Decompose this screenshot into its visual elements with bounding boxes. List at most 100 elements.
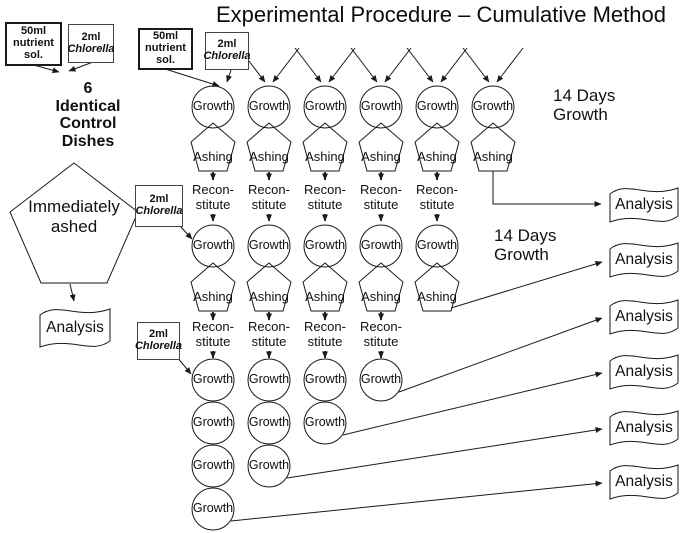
growth-circle — [471, 85, 515, 129]
ashing-label: Ashing — [193, 149, 233, 164]
growth-label: Growth — [248, 99, 290, 113]
analysis-label: Analysis — [615, 363, 673, 380]
ashing-pentagon — [414, 122, 460, 172]
chlorella-cycle2-arrow — [179, 225, 193, 240]
growth-label: Growth — [304, 372, 346, 386]
growth-label: Growth — [360, 99, 402, 113]
ashing-to-analysis-connector — [492, 171, 602, 207]
control-analysis-label: Analysis — [46, 319, 104, 336]
control-nutrient-label: 50ml nutrient sol. — [13, 25, 54, 61]
reconstitute-label: Recon- stitute — [360, 182, 402, 212]
analysis-flag — [609, 464, 679, 500]
chlorella-species-label: Chlorella — [134, 340, 183, 352]
days-growth-label-2: 14 Days Growth — [494, 226, 557, 264]
ashing-pentagon — [246, 262, 292, 312]
chlorella-volume-label: 2ml — [149, 193, 169, 206]
inoculation-arrow — [440, 47, 468, 83]
growth-circle — [303, 358, 347, 402]
control-nutrient-box: 50ml nutrient sol. — [5, 22, 62, 66]
ashing-label: Ashing — [193, 289, 233, 304]
ashing-pentagon — [358, 122, 404, 172]
ashing-pentagon — [190, 262, 236, 312]
ashing-label: Ashing — [249, 289, 289, 304]
analysis-label: Analysis — [615, 473, 673, 490]
growth-circle — [415, 85, 459, 129]
chlorella-box-cycle3: 2ml Chlorella — [134, 322, 183, 360]
reconstitute-label: Recon- stitute — [360, 319, 402, 349]
analysis-flag — [609, 187, 679, 223]
inoculation-arrow — [462, 47, 490, 83]
analysis-label: Analysis — [615, 308, 673, 325]
immediately-ashed-label: Immediately ashed — [28, 197, 120, 236]
analysis-flag — [609, 299, 679, 335]
inoculation-arrow — [328, 47, 356, 83]
control-chlorella-arrow — [68, 61, 94, 72]
growth-circle — [247, 85, 291, 129]
growth-label: Growth — [304, 99, 346, 113]
ashing-label: Ashing — [249, 149, 289, 164]
immediately-ashed-pentagon — [9, 162, 139, 284]
analysis-label: Analysis — [615, 251, 673, 268]
control-dishes-label: 6 Identical Control Dishes — [55, 80, 121, 150]
analysis-label: Analysis — [615, 196, 673, 213]
inoculation-arrow — [406, 47, 434, 83]
ashing-label: Ashing — [417, 149, 457, 164]
growth-label: Growth — [472, 99, 514, 113]
analysis-flag — [39, 308, 111, 348]
reconstitute-label: Recon- stitute — [304, 319, 346, 349]
supply-nutrient-arrow — [161, 67, 220, 87]
inoculation-arrow — [384, 47, 412, 83]
growth-circle — [415, 224, 459, 268]
control-chlorella-box: 2ml Chlorella — [67, 24, 115, 63]
analysis-flag — [609, 242, 679, 278]
supply-chlorella-box: 2ml Chlorella — [203, 32, 251, 70]
days-growth-label-1: 14 Days Growth — [553, 86, 616, 124]
growth-label: Growth — [192, 372, 234, 386]
chlorella-species-label: Chlorella — [135, 205, 183, 217]
growth-circle — [303, 401, 347, 445]
growth-to-analysis-connector — [398, 317, 603, 393]
growth-label: Growth — [192, 415, 234, 429]
reconstitute-label: Recon- stitute — [192, 182, 234, 212]
ashing-pentagon — [358, 262, 404, 312]
growth-circle — [191, 358, 235, 402]
growth-label: Growth — [416, 238, 458, 252]
ashing-label: Ashing — [305, 289, 345, 304]
growth-circle — [191, 444, 235, 488]
supply-nutrient-label: 50ml nutrient sol. — [145, 30, 186, 66]
inoculation-arrow — [350, 47, 378, 83]
growth-label: Growth — [304, 415, 346, 429]
growth-circle — [191, 401, 235, 445]
growth-circle — [247, 224, 291, 268]
reconstitute-label: Recon- stitute — [248, 182, 290, 212]
ashing-pentagon — [246, 122, 292, 172]
growth-label: Growth — [192, 99, 234, 113]
chlorella-box-cycle2: 2ml Chlorella — [135, 185, 183, 227]
reconstitute-label: Recon- stitute — [416, 182, 458, 212]
ashing-pentagon — [302, 262, 348, 312]
growth-label: Growth — [248, 372, 290, 386]
reconstitute-label: Recon- stitute — [248, 319, 290, 349]
growth-to-analysis-connector — [230, 480, 603, 522]
growth-label: Growth — [192, 238, 234, 252]
growth-label: Growth — [192, 458, 234, 472]
reconstitute-label: Recon- stitute — [304, 182, 346, 212]
growth-circle — [359, 358, 403, 402]
pentagon-to-analysis-arrow — [69, 283, 76, 302]
growth-label: Growth — [248, 415, 290, 429]
growth-label: Growth — [360, 372, 402, 386]
chlorella-species-label: Chlorella — [203, 50, 251, 62]
growth-label: Growth — [360, 238, 402, 252]
chlorella-species-label: Chlorella — [67, 42, 115, 55]
page-title: Experimental Procedure – Cumulative Meth… — [215, 2, 666, 27]
growth-label: Growth — [248, 238, 290, 252]
inoculation-arrow — [294, 47, 322, 83]
growth-label: Growth — [416, 99, 458, 113]
analysis-flag — [609, 354, 679, 390]
analysis-label: Analysis — [615, 419, 673, 436]
chlorella-volume-label: 2ml — [81, 30, 101, 43]
ashing-label: Ashing — [361, 289, 401, 304]
growth-to-analysis-connector — [342, 371, 603, 436]
